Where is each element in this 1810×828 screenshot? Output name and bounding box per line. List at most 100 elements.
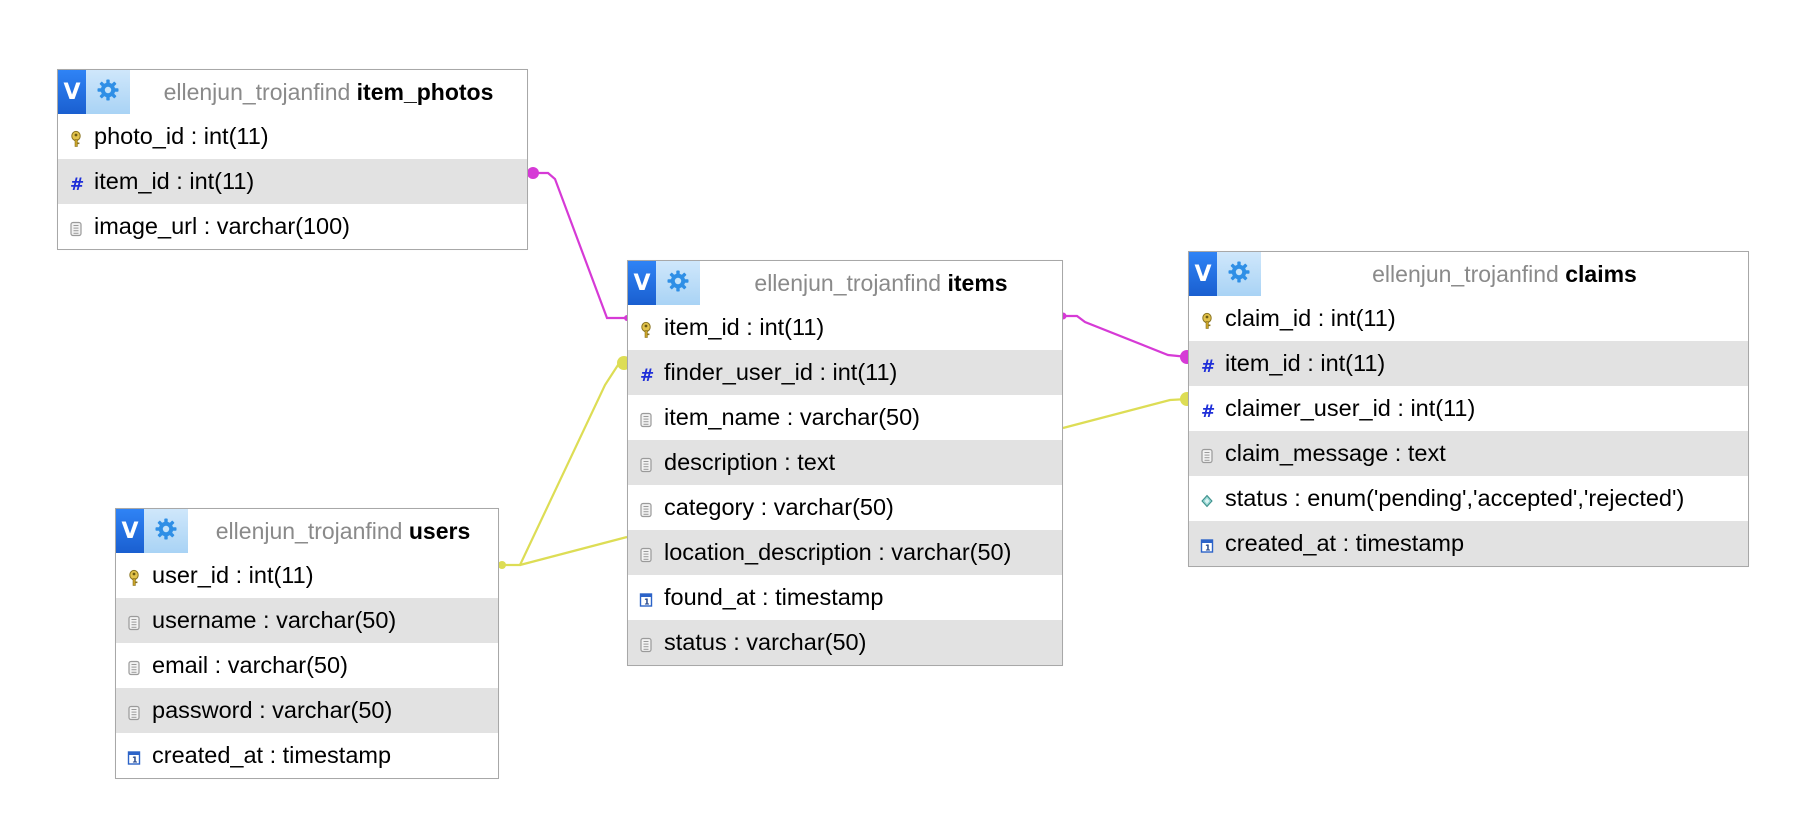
column-definition: item_id : int(11) <box>94 168 255 194</box>
relation-items-users-2 <box>519 535 628 567</box>
column-definition: created_at : timestamp <box>1225 530 1465 556</box>
svg-text:#: # <box>640 366 654 384</box>
column-definition: category : varchar(50) <box>664 494 894 520</box>
relation-claims-items <box>1063 314 1189 359</box>
index-hash-icon: # <box>1199 357 1223 375</box>
column-definition: email : varchar(50) <box>152 652 348 678</box>
column-row[interactable]: # finder_user_id : int(11) <box>628 350 1062 395</box>
table-item-photos[interactable]: V ellenjun_trojanfind item_photos photo_… <box>57 69 528 250</box>
column-definition: found_at : timestamp <box>664 584 884 610</box>
table-title[interactable]: ellenjun_trojanfind items <box>700 270 1062 297</box>
table-name: items <box>947 269 1008 296</box>
toggle-columns-button[interactable]: V <box>628 261 656 305</box>
column-row[interactable]: password : varchar(50) <box>116 688 498 733</box>
column-row[interactable]: photo_id : int(11) <box>58 114 527 159</box>
column-row[interactable]: image_url : varchar(100) <box>58 204 527 249</box>
column-definition: claim_id : int(11) <box>1225 305 1396 331</box>
column-row[interactable]: location_description : varchar(50) <box>628 530 1062 575</box>
text-column-icon <box>638 501 662 519</box>
calendar-column-icon: 1 <box>1199 537 1223 555</box>
index-hash-icon: # <box>1199 402 1223 420</box>
toggle-columns-button[interactable]: V <box>116 509 144 553</box>
table-items[interactable]: V ellenjun_trojanfind items item_id : in… <box>627 260 1063 666</box>
column-row[interactable]: # item_id : int(11) <box>1189 341 1748 386</box>
table-header[interactable]: V ellenjun_trojanfind users <box>116 509 498 553</box>
svg-text:#: # <box>70 175 84 193</box>
column-definition: claimer_user_id : int(11) <box>1225 395 1476 421</box>
column-definition: username : varchar(50) <box>152 607 397 633</box>
database-name: ellenjun_trojanfind <box>163 78 351 105</box>
column-row[interactable]: #claimer_user_id : int(11) <box>1189 386 1748 431</box>
table-name: item_photos <box>356 78 494 105</box>
table-name: users <box>408 517 471 544</box>
database-name: ellenjun_trojanfind <box>215 517 403 544</box>
text-column-icon <box>638 636 662 654</box>
database-name: ellenjun_trojanfind <box>754 269 942 296</box>
column-definition: password : varchar(50) <box>152 697 393 723</box>
column-definition: item_id : int(11) <box>664 314 825 340</box>
calendar-column-icon: 1 <box>126 749 150 767</box>
column-definition: finder_user_id : int(11) <box>664 359 898 385</box>
relation-item-photos-items <box>533 171 627 320</box>
table-name: claims <box>1565 260 1637 287</box>
column-row[interactable]: status : enum('pending','accepted','reje… <box>1189 476 1748 521</box>
column-row[interactable]: item_id : int(11) <box>628 305 1062 350</box>
column-list: photo_id : int(11) # item_id : int(11) imag… <box>58 114 527 249</box>
database-name: ellenjun_trojanfind <box>1372 260 1559 287</box>
table-title[interactable]: ellenjun_trojanfind item_photos <box>130 79 527 106</box>
toggle-label: V <box>63 79 81 105</box>
text-column-icon <box>126 704 150 722</box>
table-options-button[interactable] <box>656 261 700 305</box>
column-definition: created_at : timestamp <box>152 742 392 768</box>
column-list: user_id : int(11) username : varchar(50) e… <box>116 553 498 778</box>
table-claims[interactable]: V ellenjun_trojanfind claims claim_id : … <box>1188 251 1749 567</box>
column-row[interactable]: # item_id : int(11) <box>58 159 527 204</box>
primary-key-icon <box>68 130 92 148</box>
table-header[interactable]: V ellenjun_trojanfind claims <box>1189 252 1748 296</box>
table-header[interactable]: V ellenjun_trojanfind item_photos <box>58 70 527 114</box>
text-column-icon <box>126 614 150 632</box>
table-header[interactable]: V ellenjun_trojanfind items <box>628 261 1062 305</box>
table-options-button[interactable] <box>1217 252 1261 296</box>
text-column-icon <box>126 659 150 677</box>
table-options-button[interactable] <box>144 509 188 553</box>
gear-icon <box>154 517 178 546</box>
column-list: item_id : int(11) # finder_user_id : int(1… <box>628 305 1062 665</box>
primary-key-icon <box>638 321 662 339</box>
column-definition: image_url : varchar(100) <box>94 213 350 239</box>
column-row[interactable]: username : varchar(50) <box>116 598 498 643</box>
index-hash-icon: # <box>68 175 92 193</box>
text-column-icon <box>638 411 662 429</box>
toggle-label: V <box>633 270 651 296</box>
calendar-column-icon: 1 <box>638 591 662 609</box>
primary-key-icon <box>1199 312 1223 330</box>
text-column-icon <box>68 220 92 238</box>
column-definition: item_name : varchar(50) <box>664 404 920 430</box>
table-title[interactable]: ellenjun_trojanfind claims <box>1261 261 1748 288</box>
table-options-button[interactable] <box>86 70 130 114</box>
column-row[interactable]: description : text <box>628 440 1062 485</box>
column-row[interactable]: category : varchar(50) <box>628 485 1062 530</box>
column-definition: item_id : int(11) <box>1225 350 1386 376</box>
column-definition: description : text <box>664 449 836 475</box>
column-row[interactable]: user_id : int(11) <box>116 553 498 598</box>
relation-items-finder-users <box>502 361 628 567</box>
toggle-label: V <box>1194 261 1212 287</box>
text-column-icon <box>638 546 662 564</box>
column-row[interactable]: claim_message : text <box>1189 431 1748 476</box>
column-row[interactable]: status : varchar(50) <box>628 620 1062 665</box>
column-row[interactable]: claim_id : int(11) <box>1189 296 1748 341</box>
column-row[interactable]: item_name : varchar(50) <box>628 395 1062 440</box>
relation-items-finder-users-endpoint <box>498 561 506 569</box>
svg-text:#: # <box>1201 357 1215 375</box>
gear-icon <box>96 78 120 107</box>
table-users[interactable]: V ellenjun_trojanfind users user_id : in… <box>115 508 499 779</box>
text-column-icon <box>638 456 662 474</box>
toggle-columns-button[interactable]: V <box>1189 252 1217 296</box>
table-title[interactable]: ellenjun_trojanfind users <box>188 518 498 545</box>
column-row[interactable]: email : varchar(50) <box>116 643 498 688</box>
toggle-columns-button[interactable]: V <box>58 70 86 114</box>
